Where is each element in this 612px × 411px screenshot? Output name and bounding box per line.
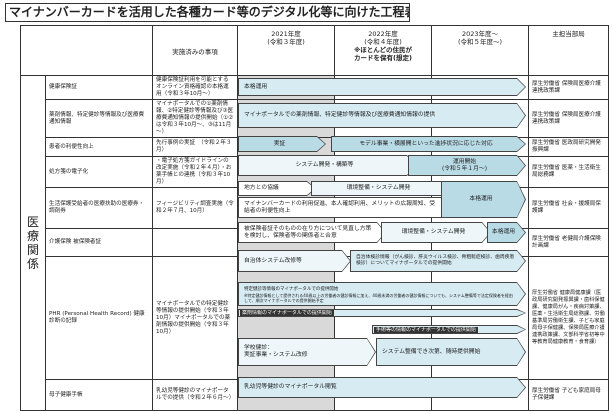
- bar-label: 運用開始(令和５年１月～): [409, 156, 525, 175]
- schedule-bar: 運用開始(令和５年１月～): [408, 155, 526, 176]
- done-cell: 先行事例の実証 （令和２年３月）: [152, 137, 238, 157]
- dept-cell: 厚生労働省 老健局介護保険計画課: [528, 228, 609, 257]
- bar-label: 本格運用: [488, 223, 525, 242]
- header-2022: 2022年度(令和４年度)※ほとんどの住民がカードを保有(想定): [334, 25, 432, 76]
- bar-label: 被保険者証そのものの在り方について見直し方策を検討し、保険者等の関係者と合意: [239, 223, 385, 242]
- item-cell: 生活保護受給者の医療扶助の医療券・調剤券: [45, 187, 153, 229]
- year-note: ※ほとんどの住民がカードを保有(想定): [353, 46, 413, 62]
- schedule-bar: 自治体検診情報（がん検診、肝炎ウイルス検診、骨粗鬆症検診、歯周疾患検診）について…: [350, 250, 526, 272]
- done-cell: 健康保険証利用を可能とするオンライン資格確認の本格運用（令和３年10月～）: [152, 75, 238, 100]
- item-cell: 健康保険証: [45, 75, 153, 100]
- table-row: 医療関係 健康保険証健康保険証利用を可能とするオンライン資格確認の本格運用（令和…: [20, 75, 609, 411]
- year-sub: (令和３年度): [267, 38, 305, 46]
- done-cell: フィージビリティ調査実施（令和２年７月、10月）: [152, 187, 238, 229]
- schedule-bar: 学校健診：実証事業・システム改修: [238, 338, 376, 366]
- done-cell: マイナポータルでの①薬剤情報、②特定健診等情報及び③医療費通知情報の提供開始（①…: [152, 99, 238, 138]
- done-cell: マイナポータルでの特定健診等情報の提供開始（令和３年10月）マイナポータルでの薬…: [152, 256, 238, 380]
- year-label: 2021年度: [271, 30, 301, 38]
- dept-cell: 厚生労働省 医政局研究開発振興課: [528, 137, 609, 157]
- item-cell: 薬剤情報、特定健診等情報及び医療費通知情報: [45, 99, 153, 138]
- item-cell: PHR (Personal Health Record) 健康診断の記録: [45, 256, 153, 380]
- bar-label: 本格運用: [442, 182, 525, 217]
- schedule-bar: 環境整備・システム開発: [381, 222, 491, 243]
- bar-label: 自治体検診情報（がん検診、肝炎ウイルス検診、骨粗鬆症検診、歯周疾患検診）について…: [351, 251, 525, 271]
- schedule-bar: マイナンバーカードの利用促進、本人確認利用、メリットの広報周知、受給者の利便性向…: [238, 197, 451, 218]
- schedule-bar: 地方との協議: [238, 181, 316, 196]
- schedule-bar: 被保険者証そのものの在り方について見直し方策を検討し、保険者等の関係者と合意: [238, 222, 386, 243]
- bar-label: 環境整備・システム開発: [312, 182, 450, 195]
- page-title: マイナンバーカードを活用した各種カード等のデジタル化等に向けた工程表: [5, 3, 410, 22]
- year-label: 2022年度: [368, 30, 398, 38]
- bar-label: 薬剤情報のマイナポータルでの提供開始: [239, 310, 525, 316]
- header-dept: 主担当部局: [528, 25, 609, 76]
- header-row: 実施済みの事項 2021年度(令和３年度) 2022年度(令和４年度)※ほとんど…: [20, 25, 609, 76]
- item-cell: 処方箋の電子化: [45, 156, 153, 188]
- schedule-bar: システム整備でき次第、随時提供開始: [376, 338, 526, 366]
- schedule-bar: 手術等の情報のマイナポータルでの提供開始: [372, 325, 526, 334]
- done-cell: 乳幼児等健診のマイナポータルでの提供（令和２年６月～）: [152, 379, 238, 411]
- bar-label: マイナンバーカードの利用促進、本人確認利用、メリットの広報周知、受給者の利便性向…: [239, 198, 450, 217]
- year-label: 2023年度～: [461, 30, 499, 38]
- item-cell: 介護保険 被保険者証: [45, 228, 153, 257]
- dept-cell: 厚生労働省 子ども家庭局母子保健課: [528, 379, 609, 411]
- header-2021: 2021年度(令和３年度): [237, 25, 335, 76]
- bar-label: マイナポータルでの薬剤情報、特定健診等情報及び医療費通知情報の提供: [239, 104, 525, 127]
- schedule-bar: 特定健診等情報のマイナポータルでの提供開始※特定健診情報として提供される40歳以…: [238, 282, 526, 306]
- bar-label: システム整備でき次第、随時提供開始: [377, 339, 525, 365]
- schedule-bar: 乳幼児等健診のマイナポータル閲覧: [238, 377, 526, 398]
- bar-label: 自治体システム改修等: [239, 251, 350, 271]
- bar-label: 実証: [239, 137, 325, 151]
- header-blank: [20, 25, 153, 76]
- bar-label: 環境整備・システム開発: [382, 223, 490, 242]
- schedule-bar: 自治体システム改修等: [238, 250, 351, 272]
- schedule-bar: モデル事業・横展開といった進捗状況に応じた対応: [331, 136, 526, 152]
- bar-label: 地方との協議: [239, 182, 315, 195]
- item-cell: 患者の利便性向上: [45, 137, 153, 157]
- dept-cell: 厚生労働省 社会・援護局保護課: [528, 187, 609, 229]
- bar-label: 乳幼児等健診のマイナポータル閲覧: [239, 378, 525, 397]
- done-cell: ・電子処方箋ガイドラインの改定実施（令和２年４月）・お薬手帳との連携（令和３年1…: [152, 156, 238, 188]
- schedule-bar: 本格運用: [441, 181, 526, 218]
- year-sub: (令和４年度): [364, 38, 402, 46]
- header-done: 実施済みの事項: [152, 25, 238, 76]
- header-2023: 2023年度～(令和５年度～): [431, 25, 529, 76]
- schedule-bar: マイナポータルでの薬剤情報、特定健診等情報及び医療費通知情報の提供: [238, 103, 526, 128]
- schedule-bar: システム開発・構築等: [238, 155, 416, 176]
- schedule-bar: 本格運用: [238, 78, 526, 96]
- bar-label: 特定健診等情報のマイナポータルでの提供開始※特定健診情報として提供される40歳以…: [239, 283, 525, 305]
- schedule-bar: 環境整備・システム開発: [311, 181, 451, 196]
- dept-cell: 厚生労働省 保険局医療介護連携政策課: [528, 75, 609, 100]
- bar-label: 学校健診：実証事業・システム改修: [239, 339, 375, 365]
- category-cell: 医療関係: [20, 75, 46, 411]
- bar-label: システム開発・構築等: [239, 156, 415, 175]
- dept-cell: 厚生労働省 医薬・生活衛生局総務課: [528, 156, 609, 188]
- schedule-bar: 本格運用: [487, 222, 526, 243]
- bar-label: 手術等の情報のマイナポータルでの提供開始: [373, 326, 525, 333]
- year-sub: (令和５年度～): [457, 38, 503, 46]
- dept-cell: 厚生労働省 健康局健康課（医政局研究開発振興課・歯科保健課、健康局がん・疾病対策…: [528, 256, 609, 380]
- item-cell: 母子健康手帳: [45, 379, 153, 411]
- schedule-bar: 実証: [238, 136, 326, 152]
- done-cell: [152, 228, 238, 257]
- bar-label: モデル事業・横展開といった進捗状況に応じた対応: [332, 137, 525, 151]
- bar-label: 本格運用: [239, 79, 525, 95]
- dept-cell: 厚生労働省 保険局医療介護連携政策課: [528, 99, 609, 138]
- schedule-bar: 薬剤情報のマイナポータルでの提供開始: [238, 309, 526, 317]
- category-label: 医療関係: [26, 215, 39, 271]
